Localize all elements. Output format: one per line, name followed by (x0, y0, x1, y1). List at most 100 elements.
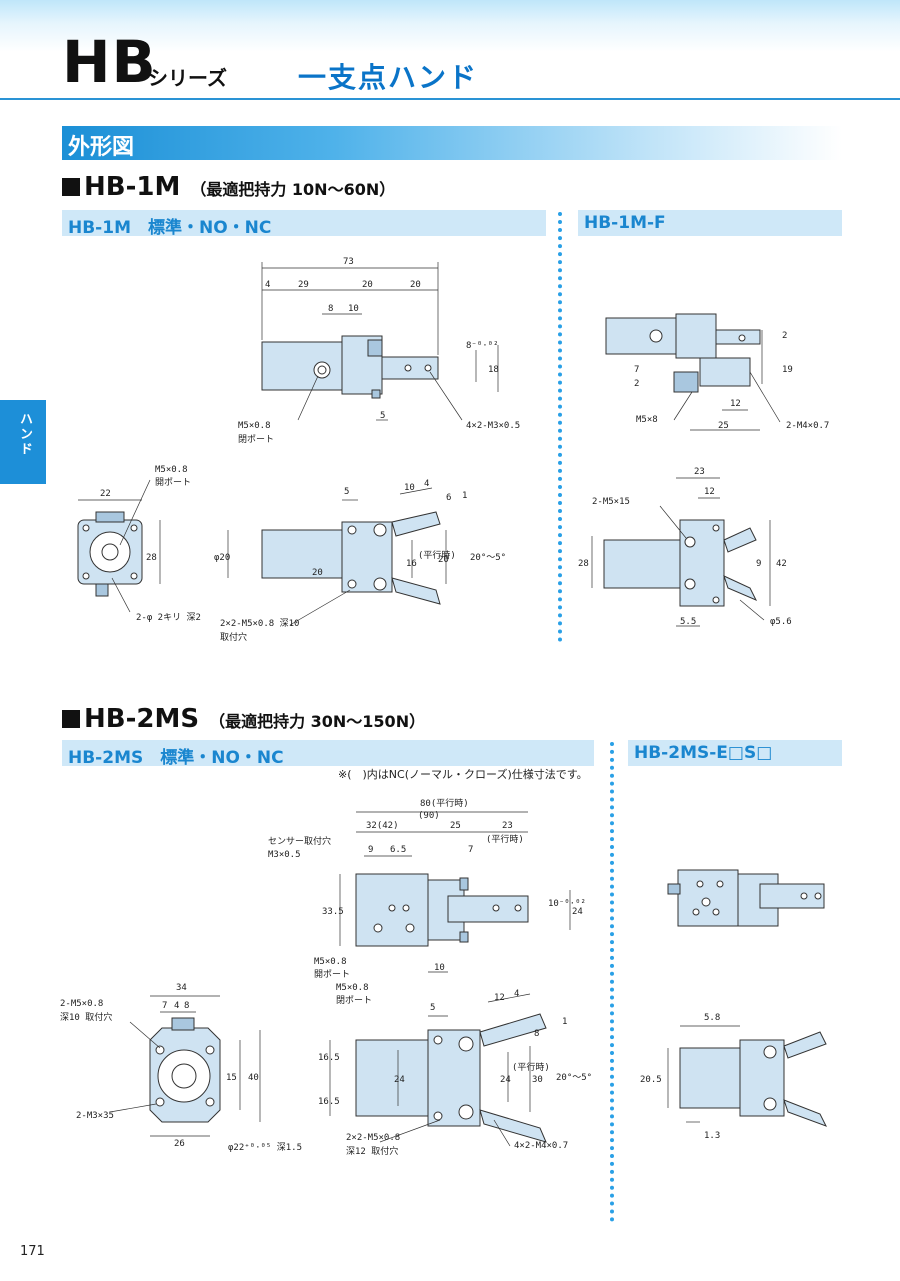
subheader-label: HB-2MS 標準・NO・NC (68, 748, 284, 768)
side-tab[interactable]: ハンド (0, 400, 46, 484)
dimension-label: 4 (424, 479, 429, 489)
series-suffix: シリーズ (148, 66, 227, 90)
dimension-label: 9 (368, 845, 373, 855)
dimension-label: 73 (343, 257, 354, 267)
dimension-label: 2×2-M5×0.8 深10 (220, 618, 299, 629)
dimension-label: 24 (572, 907, 583, 917)
dimension-label: 2-φ 2キリ 深2 (136, 612, 201, 623)
hb1m-f-top-view: 2 19 7 2 12 25 M5×8 2-M4×0.7 (605, 313, 829, 431)
dimension-label: 22 (100, 489, 111, 499)
column-divider (610, 742, 614, 1222)
dimension-label: 2-M3×35 (76, 1111, 114, 1121)
hb2ms-end-view: 34 7 4 8 2-M5×0.8 深10 取付穴 15 40 2-M3×35 … (60, 983, 302, 1153)
hb1m-f-front-view: 23 12 2-M5×15 28 42 9 5.5 φ5.6 (578, 467, 792, 627)
dimension-label: 20°〜5° (556, 1073, 592, 1083)
dimension-label: 2 (634, 379, 639, 389)
subheader-hb2ms-standard: HB-2MS 標準・NO・NC (62, 740, 594, 768)
dimension-label: 25 (718, 421, 729, 431)
dimension-label: 20 (312, 568, 323, 578)
dimension-label: 8⁻⁰·⁰² (466, 341, 499, 351)
dimension-label: 24 (394, 1075, 405, 1085)
column-divider (558, 212, 562, 642)
dimension-label: 1 (462, 491, 467, 501)
section-title: 外形図 (68, 135, 135, 160)
dimension-label: 2-M5×0.8 (60, 999, 103, 1009)
dimension-label: 16.5 (318, 1097, 340, 1107)
dimension-label: 20 (410, 280, 421, 290)
series-code: HB (62, 28, 157, 96)
dimension-label: 5 (380, 411, 385, 421)
grip-capacity: （最適把持力 10N〜60N） (190, 180, 396, 199)
dimension-label: 40 (248, 1073, 259, 1083)
dimension-label: M5×0.8 (238, 421, 271, 431)
dimension-label: 2×2-M5×0.8 (346, 1133, 400, 1143)
page-number: 171 (20, 1244, 45, 1259)
dimension-label: 28 (146, 553, 157, 563)
dimension-label: 4 (514, 989, 519, 999)
dimension-label: 28 (578, 559, 589, 569)
hb2ms-jaw-view: 5 12 4 8 1 16.5 16.5 24 24 (平行時) 30 20°〜… (318, 989, 592, 1157)
dimension-label: 20°〜5° (470, 553, 506, 563)
dimension-label: φ22⁺⁰·⁰⁵ 深1.5 (228, 1142, 302, 1153)
subheader-label: HB-2MS-E□S□ (634, 743, 773, 763)
dimension-label: 9 (756, 559, 761, 569)
header-band (0, 0, 900, 52)
series-name: 一支点ハンド (298, 61, 479, 94)
dimension-label: M5×0.8 (314, 957, 347, 967)
model-heading-hb1m: HB-1M（最適把持力 10N〜60N） (62, 172, 395, 202)
dimension-label: 42 (776, 559, 787, 569)
dimension-label: M3×0.5 (268, 850, 301, 860)
title-rule (0, 98, 900, 100)
dimension-label: 4 (174, 1001, 179, 1011)
dimension-label: 5.5 (680, 617, 696, 627)
dimension-label: (90) (418, 811, 440, 821)
dimension-label: 12 (730, 399, 741, 409)
model-name: HB-2MS (84, 704, 200, 734)
dimension-label: 7 (162, 1001, 167, 1011)
dimension-label: 19 (782, 365, 793, 375)
dimension-label: 閉ポート (336, 995, 372, 1006)
dimension-label: 20 (438, 555, 449, 565)
dimension-label: φ20 (214, 553, 230, 563)
dimension-label: 取付穴 (220, 631, 247, 643)
hb2ms-e-top-view (667, 869, 825, 927)
dimension-label: 25 (450, 821, 461, 831)
dimension-label: 32(42) (366, 821, 399, 831)
square-bullet-icon (62, 178, 80, 196)
dimension-label: 7 (468, 845, 473, 855)
dimension-label: 4 (265, 280, 270, 290)
dimension-label: 2-M4×0.7 (786, 421, 829, 431)
dimension-label: 7 (634, 365, 639, 375)
dimension-label: 8 (534, 1029, 539, 1039)
dimension-label: 1 (562, 1017, 567, 1027)
hb2ms-e-front-view: 5.8 20.5 1.3 (640, 1013, 828, 1141)
dimension-label: 18 (488, 365, 499, 375)
dimension-label: 6 (446, 493, 451, 503)
dimension-label: 80(平行時) (420, 797, 469, 809)
dimension-label: 1.3 (704, 1131, 720, 1141)
dimension-label: 12 (704, 487, 715, 497)
subheader-hb1m-f: HB-1M-F (578, 210, 842, 236)
hb1m-top-view: 73 4 29 20 20 8 10 5 18 8⁻⁰·⁰² M5×0.8 閉ポ… (238, 257, 520, 445)
dimension-label: M5×8 (636, 415, 658, 425)
dimension-label: 10 (404, 483, 415, 493)
dimension-label: 2 (782, 331, 787, 341)
side-tab-label: ハンド (17, 412, 32, 457)
dimension-label: 12 (494, 993, 505, 1003)
dimension-label: (平行時) (486, 833, 524, 845)
dimension-label: 4×2-M3×0.5 (466, 421, 520, 431)
dimension-label: (平行時) (512, 1061, 550, 1073)
dimension-label: 5 (344, 487, 349, 497)
dimension-label: 15 (226, 1073, 237, 1083)
subheader-hb2ms-e: HB-2MS-E□S□ (628, 740, 842, 766)
dimension-label: 5 (430, 1003, 435, 1013)
dimension-label: 4×2-M4×0.7 (514, 1141, 568, 1151)
dimension-label: 深12 取付穴 (346, 1145, 398, 1157)
dimension-label: 開ポート (314, 969, 350, 980)
dimension-label: 2-M5×15 (592, 497, 630, 507)
dimension-label: 26 (174, 1139, 185, 1149)
dimension-label: 30 (532, 1075, 543, 1085)
subheader-label: HB-1M 標準・NO・NC (68, 218, 272, 238)
dimension-label: 8 (184, 1001, 189, 1011)
